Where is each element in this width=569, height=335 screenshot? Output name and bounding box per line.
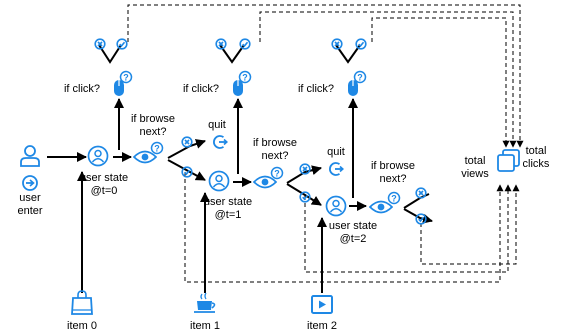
play-video-icon [311,295,333,314]
person-icon [20,145,40,167]
edge-click1-split [219,44,245,64]
enter-icon [22,175,38,191]
user-state-0-label-1: user state [80,172,128,184]
total-clicks-label-2: clicks [523,158,550,170]
user-label-2: enter [17,205,42,217]
user-state-icon [87,145,109,167]
question-icon [270,166,284,180]
check-circle-icon [355,38,367,50]
eye-icon [133,150,157,164]
x-circle-icon [181,136,193,148]
edge-eye0-state1 [167,159,206,181]
edge-eye1-state2 [286,183,322,206]
shopping-bag-icon [71,290,93,315]
if-browse-label-2a: if browse [371,160,415,172]
question-icon [353,70,367,84]
mouse-icon [113,79,125,97]
edge-click2-split [335,44,361,64]
quit-label-2: quit [327,146,345,158]
edge-eye1-quit1 [286,165,322,184]
eye-icon [369,200,393,214]
item-0-label: item 0 [67,320,97,332]
total-clicks-label-1: total [526,145,547,157]
user-state-icon [325,195,347,217]
edge-eye2-accept [403,208,433,224]
if-browse-label-1a: if browse [253,137,297,149]
stacked-squares-icon [497,149,520,172]
if-browse-label-0a: if browse [131,113,175,125]
dashed-edges [127,4,524,283]
quit-icon [212,135,228,149]
total-views-label-2: views [461,168,489,180]
if-browse-label-2b: next? [380,173,407,185]
labels: user enter user state @t=0 user state @t… [17,83,549,332]
user-state-0-label-2: @t=0 [91,185,118,197]
user-state-2-label-1: user state [329,220,377,232]
edges [47,44,433,293]
dash-click1-total-clicks [259,11,517,148]
if-browse-label-1b: next? [262,150,289,162]
icons [20,38,520,315]
question-icon [387,191,401,205]
coffee-cup-icon [194,292,216,313]
x-circle-icon [415,187,427,199]
mouse-icon [347,79,359,97]
user-state-1-label-1: user state [204,196,252,208]
check-circle-icon [239,38,251,50]
item-2-label: item 2 [307,320,337,332]
dash-click0-total-clicks [127,4,524,148]
total-views-label-1: total [465,155,486,167]
user-label-1: user [19,192,41,204]
edge-click0-split [98,44,122,64]
check-circle-icon [116,38,128,50]
user-state-icon [208,170,230,192]
question-icon [150,141,164,155]
if-click-label-0: if click? [64,83,100,95]
question-icon [238,70,252,84]
if-browse-label-0b: next? [140,126,167,138]
dash-click2-total-clicks [371,17,510,148]
dash-view0-total-views [184,172,504,283]
if-click-label-2: if click? [298,83,334,95]
user-state-1-label-2: @t=1 [215,209,242,221]
eye-icon [253,175,277,189]
dash-view1-total-views [304,184,512,273]
if-click-label-1: if click? [183,83,219,95]
dash-view2-total-views [420,184,520,265]
question-icon [119,70,133,84]
user-state-2-label-2: @t=2 [340,233,367,245]
quit-label-1: quit [208,119,226,131]
mouse-icon [232,79,244,97]
quit-icon [328,162,344,176]
item-1-label: item 1 [190,320,220,332]
